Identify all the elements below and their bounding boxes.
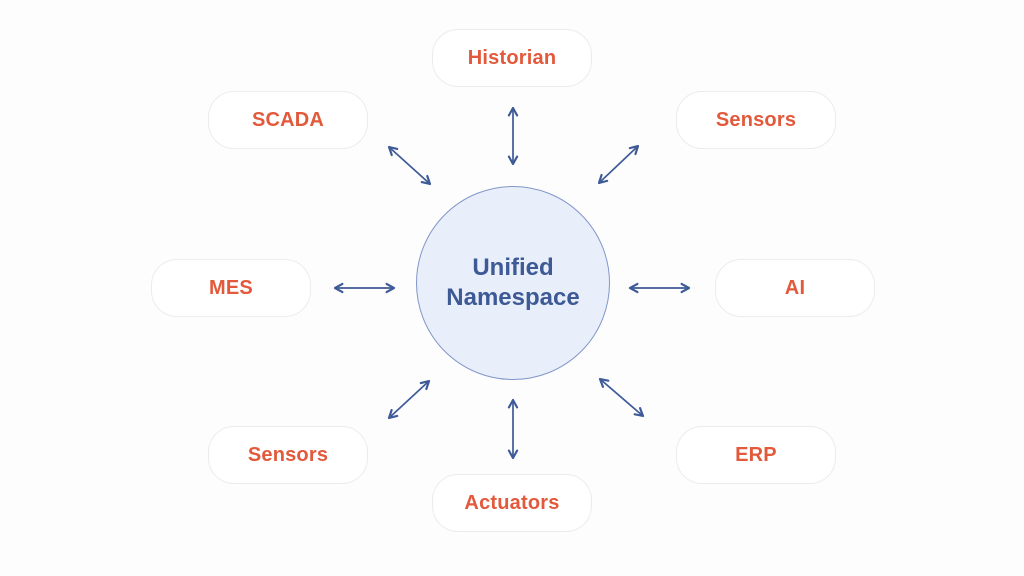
node-sensors-bottom: Sensors xyxy=(208,426,368,484)
arrow-top-right xyxy=(597,144,640,185)
arrow-top-left xyxy=(387,145,432,186)
node-ai: AI xyxy=(715,259,875,317)
hub-label-line2: Namespace xyxy=(446,284,580,311)
node-sensors-top: Sensors xyxy=(676,91,836,149)
arrow-bottom-right xyxy=(598,377,645,418)
node-label: ERP xyxy=(735,443,777,466)
node-scada: SCADA xyxy=(208,91,368,149)
arrow-bottom-left xyxy=(387,379,431,420)
node-label: AI xyxy=(784,276,806,299)
node-erp: ERP xyxy=(676,426,836,484)
node-label: Historian xyxy=(467,46,557,69)
unified-namespace-hub: Unified Namespace xyxy=(416,186,610,380)
node-label: MES xyxy=(209,276,253,299)
node-label: SCADA xyxy=(251,108,325,131)
node-historian: Historian xyxy=(432,29,592,87)
node-mes: MES xyxy=(151,259,311,317)
hub-label-line1: Unified xyxy=(472,254,554,281)
node-actuators: Actuators xyxy=(432,474,592,532)
node-label: Sensors xyxy=(715,108,797,131)
node-label: Actuators xyxy=(464,491,560,514)
node-label: Sensors xyxy=(247,443,329,466)
